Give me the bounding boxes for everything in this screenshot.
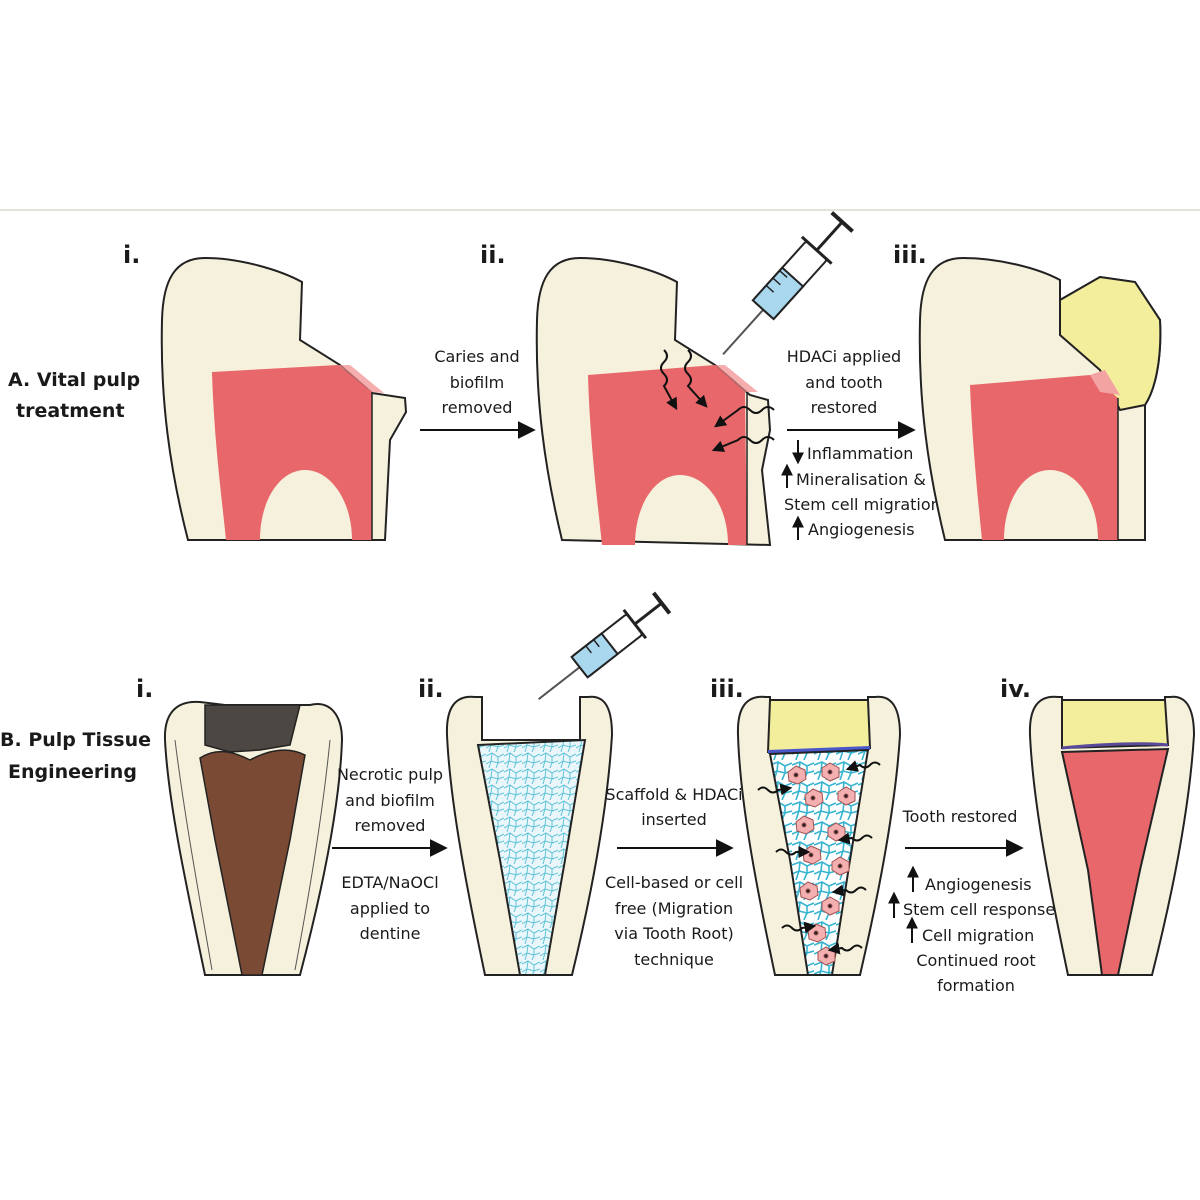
- a-effect-3: Angiogenesis: [808, 520, 915, 539]
- b-step1-bottom-1: applied to: [350, 899, 430, 918]
- section-a-title-line2: treatment: [16, 400, 125, 422]
- section-b-numeral-i: i.: [136, 675, 153, 703]
- tooth-a-i: [160, 256, 408, 541]
- tooth-b-iii: [736, 695, 902, 976]
- b-effect-1: Stem cell response: [903, 900, 1055, 919]
- b-effect-0: Angiogenesis: [925, 875, 1032, 894]
- a-step1-caption-1: biofilm: [450, 373, 505, 392]
- b-step1-bottom-2: dentine: [360, 924, 421, 943]
- section-b-title-line2: Engineering: [8, 761, 137, 783]
- a-effect-2: Stem cell migration: [784, 495, 941, 514]
- pulp-a-iii: [970, 375, 1118, 540]
- b-effect-3: Continued root: [916, 951, 1035, 970]
- b-step2-bottom-3: technique: [634, 950, 714, 969]
- pulp-a-ii: [588, 365, 747, 545]
- b-step2-top-0: Scaffold & HDACi: [605, 785, 742, 804]
- tooth-b-iv: [1028, 695, 1196, 976]
- a-step1-caption-2: removed: [442, 398, 513, 417]
- section-a-title-line1: A. Vital pulp: [8, 369, 140, 391]
- tooth-b-i: [163, 700, 344, 976]
- a-effect-1: Mineralisation &: [796, 470, 926, 489]
- pulp-a-i: [212, 365, 372, 540]
- scaffold-b-ii: [476, 738, 587, 976]
- a-step2-caption-2: restored: [811, 398, 878, 417]
- b-step2-bottom-0: Cell-based or cell: [605, 873, 743, 892]
- tooth-a-iii: [918, 256, 1162, 541]
- b-step1-top-1: and biofilm: [345, 791, 435, 810]
- section-b-numeral-iv: iv.: [1000, 675, 1031, 703]
- a-step1-caption-0: Caries and: [434, 347, 519, 366]
- restoration-b-iii: [766, 699, 872, 754]
- scaffold-cells-b-iii: [768, 748, 870, 976]
- section-b-title-line1: B. Pulp Tissue: [0, 729, 151, 751]
- pulp-b-iv: [1060, 747, 1170, 976]
- b-step2-top-1: inserted: [641, 810, 707, 829]
- b-step2-bottom-2: via Tooth Root): [614, 924, 733, 943]
- a-step2-caption-1: and tooth: [805, 373, 882, 392]
- b-step1-top-0: Necrotic pulp: [337, 765, 443, 784]
- b-step3-top-0: Tooth restored: [902, 807, 1018, 826]
- b-effect-4: formation: [937, 976, 1015, 995]
- restoration-a-iii: [1059, 275, 1162, 412]
- syringe-a-icon: [722, 211, 854, 355]
- tooth-b-ii: [445, 695, 614, 976]
- a-step2-caption-0: HDACi applied: [787, 347, 901, 366]
- b-step1-bottom-0: EDTA/NaOCl: [341, 873, 438, 892]
- a-effect-0: Inflammation: [807, 444, 913, 463]
- section-a-numeral-i: i.: [123, 241, 140, 269]
- b-step2-bottom-1: free (Migration: [615, 899, 733, 918]
- b-effects-list: Angiogenesis Stem cell response Cell mig…: [888, 865, 1055, 995]
- syringe-b-icon: [538, 591, 672, 700]
- section-b-numeral-iii: iii.: [710, 675, 744, 703]
- b-step1-top-2: removed: [355, 816, 426, 835]
- b-effect-2: Cell migration: [922, 926, 1034, 945]
- tooth-a-ii: [535, 256, 775, 547]
- section-a-numeral-ii: ii.: [480, 241, 506, 269]
- restoration-b-iv: [1061, 699, 1170, 750]
- a-effects-list: Inflammation Mineralisation & Stem cell …: [781, 440, 941, 540]
- section-a-numeral-iii: iii.: [893, 241, 927, 269]
- necrotic-pulp-b-i: [199, 749, 306, 976]
- caries-b-i: [204, 704, 301, 753]
- section-b-numeral-ii: ii.: [418, 675, 444, 703]
